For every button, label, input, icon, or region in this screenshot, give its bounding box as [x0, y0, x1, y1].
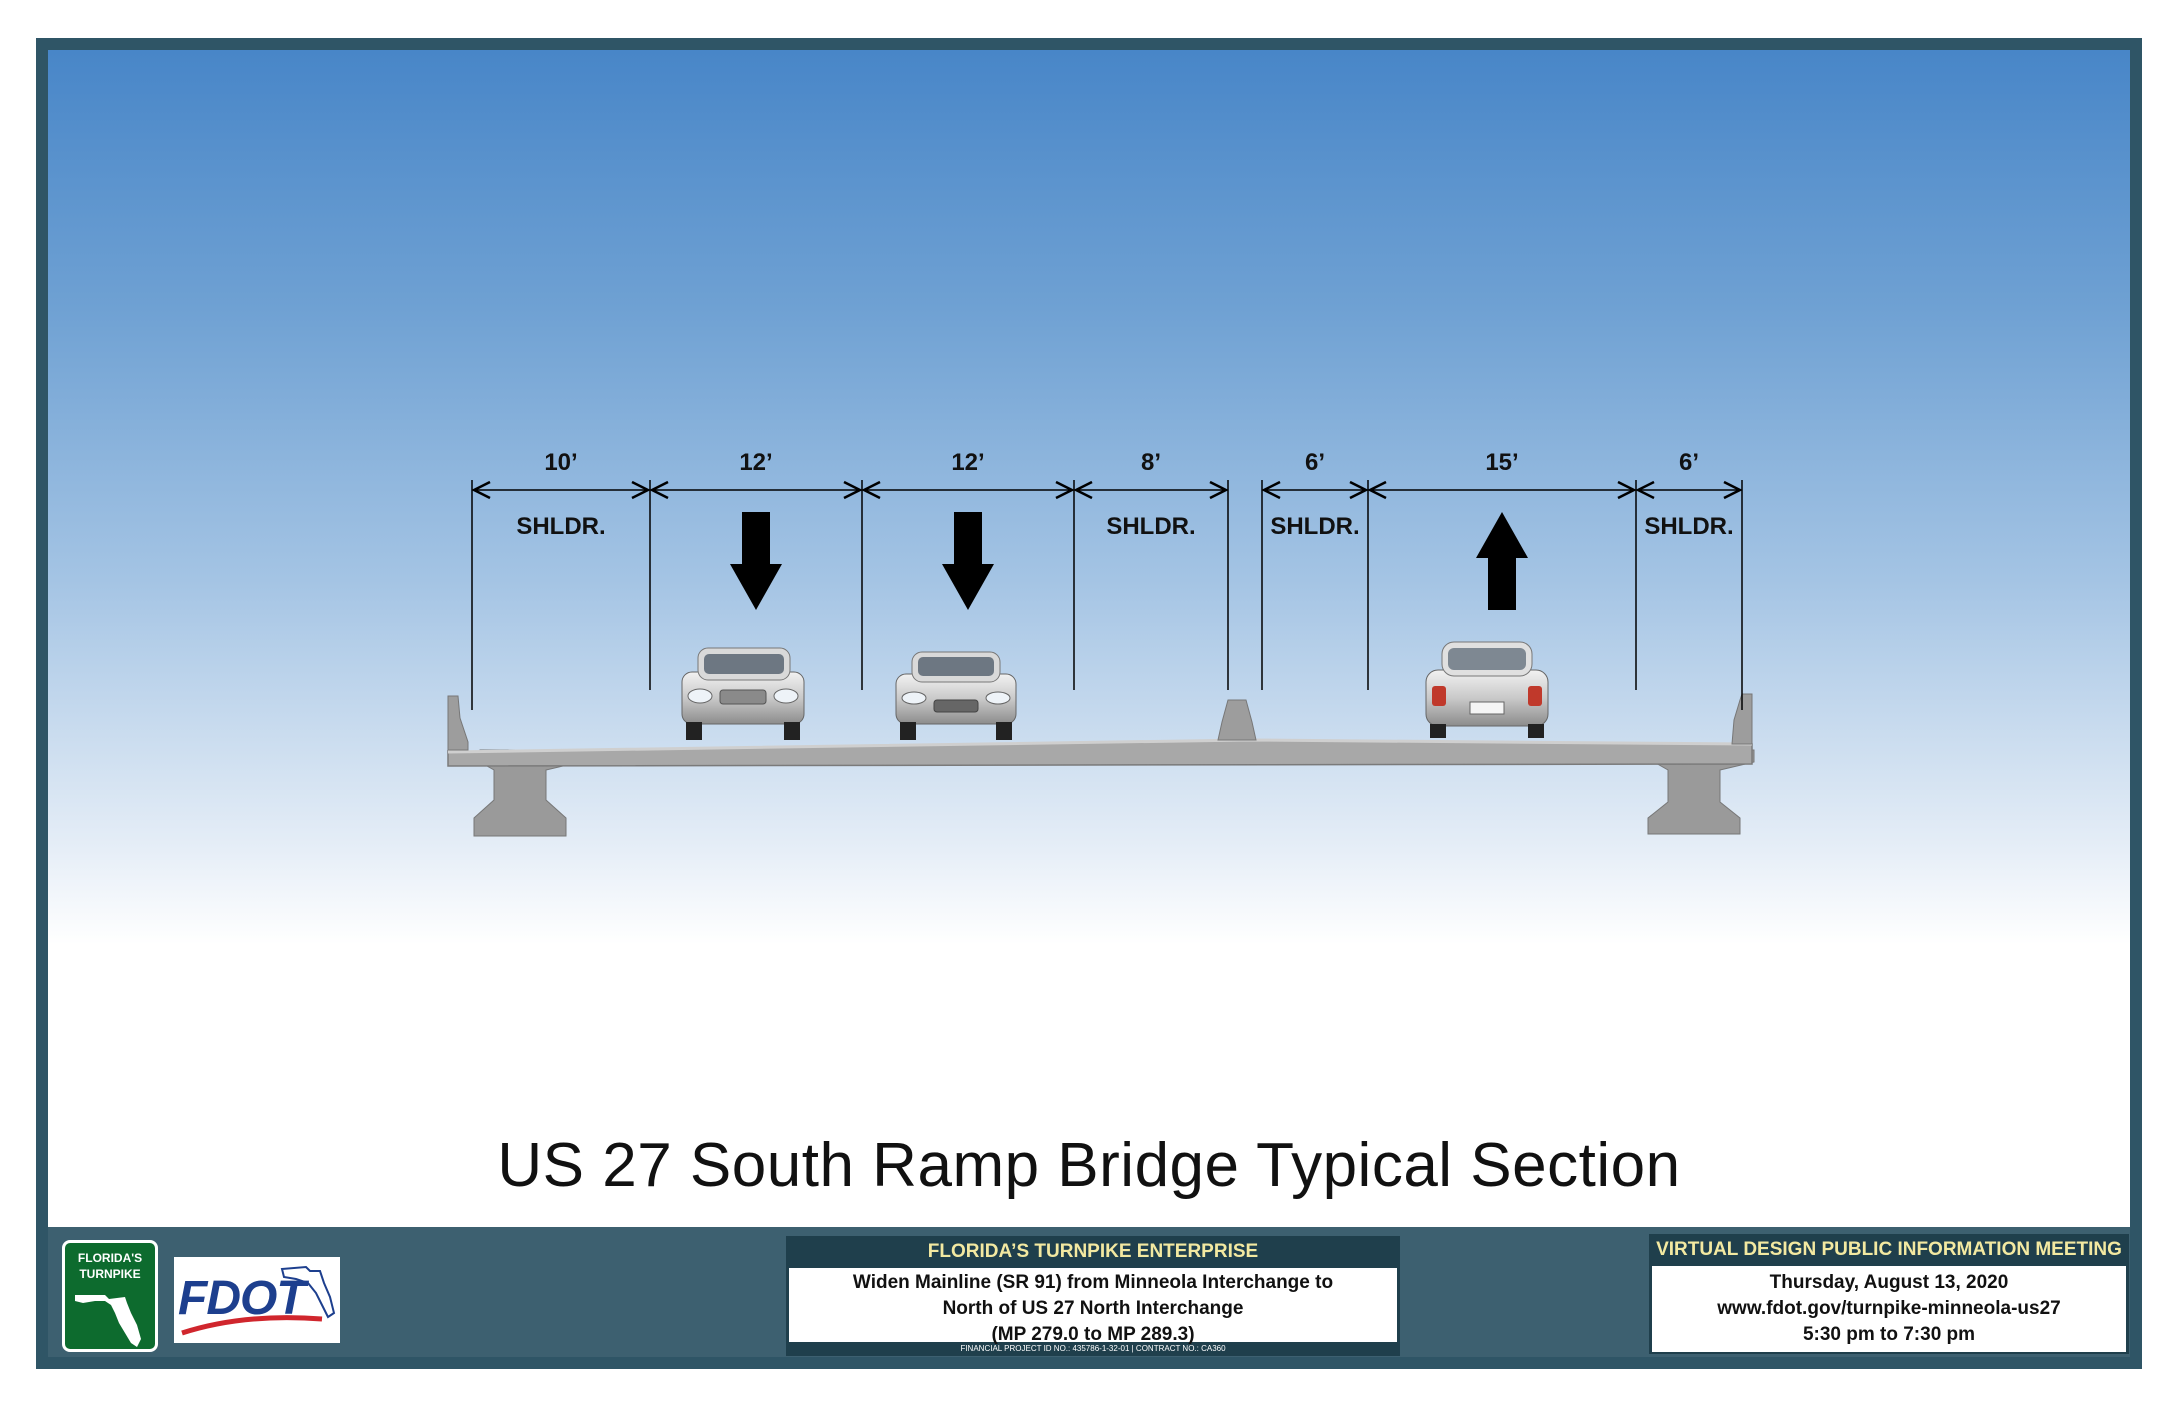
turnpike-logo-line1: FLORIDA'S — [77, 1251, 143, 1265]
dimension-width-label: 6’ — [1305, 449, 1325, 476]
project-header: FLORIDA’S TURNPIKE ENTERPRISE — [927, 1241, 1259, 1262]
traffic-direction-down-arrow-icon — [730, 512, 782, 610]
meeting-date: Thursday, August 13, 2020 — [1769, 1272, 2009, 1293]
project-description: Widen Mainline (SR 91) from Minneola Int… — [789, 1268, 1397, 1345]
page-frame: 10’ SHLDR. 12’ 12’ 8’ SHLDR. 6’ SHLDR. 15’ 6’ SHLD… — [36, 38, 2142, 1369]
dimension-width-label: 8’ — [1141, 449, 1161, 476]
shoulder-label: SHLDR. — [1644, 513, 1733, 540]
meeting-time: 5:30 pm to 7:30 pm — [1802, 1324, 1976, 1345]
car-northbound — [1425, 641, 1549, 738]
dimension-width-label: 15’ — [1485, 449, 1518, 476]
turnpike-logo-line2: TURNPIKE — [79, 1267, 141, 1281]
dimension-width-label: 12’ — [739, 449, 772, 476]
footer-bar: FLORIDA'S TURNPIKE FDOT FLORIDA’S TURNPI… — [48, 1227, 2130, 1357]
project-fine-print: FINANCIAL PROJECT ID NO.: 435786-1-32-01… — [960, 1344, 1226, 1353]
florida-state-icon — [75, 1295, 141, 1347]
dimension-width-label: 12’ — [951, 449, 984, 476]
car-southbound-2 — [895, 651, 1017, 740]
car-southbound-1 — [681, 647, 805, 740]
barrier-right — [1731, 693, 1753, 745]
girder-right — [1647, 749, 1755, 835]
traffic-direction-down-arrow-icon — [942, 512, 994, 610]
dimension-marks: 10’ SHLDR. 12’ 12’ 8’ SHLDR. 6’ SHLDR. 15’ 6’ SHLD… — [471, 449, 1743, 710]
meeting-header: VIRTUAL DESIGN PUBLIC INFORMATION MEETIN… — [1656, 1239, 2122, 1260]
traffic-direction-up-arrow-icon — [1476, 512, 1528, 610]
shoulder-label: SHLDR. — [1106, 513, 1195, 540]
meeting-url[interactable]: www.fdot.gov/turnpike-minneola-us27 — [1717, 1298, 2061, 1319]
dimension-width-label: 6’ — [1679, 449, 1699, 476]
florida-turnpike-logo: FLORIDA'S TURNPIKE — [62, 1240, 158, 1352]
meeting-details: Thursday, August 13, 2020 www.fdot.gov/t… — [1652, 1266, 2126, 1352]
diagram-panel: 10’ SHLDR. 12’ 12’ 8’ SHLDR. 6’ SHLDR. 15’ 6’ SHLD… — [48, 50, 2130, 1227]
barrier-median — [1217, 699, 1257, 741]
project-line1: Widen Mainline (SR 91) from Minneola Int… — [852, 1272, 1334, 1293]
fdot-swoosh-icon — [181, 1265, 336, 1336]
project-info-box: FLORIDA’S TURNPIKE ENTERPRISE Widen Main… — [786, 1236, 1400, 1356]
project-line3: (MP 279.0 to MP 289.3) — [991, 1324, 1195, 1345]
typical-section-diagram: 10’ SHLDR. 12’ 12’ 8’ SHLDR. 6’ SHLDR. 15’ 6’ SHLD… — [447, 449, 1755, 837]
project-line2: North of US 27 North Interchange — [942, 1298, 1244, 1319]
diagram-title: US 27 South Ramp Bridge Typical Section — [497, 1131, 1681, 1200]
meeting-info-box: VIRTUAL DESIGN PUBLIC INFORMATION MEETIN… — [1649, 1234, 2129, 1354]
shoulder-label: SHLDR. — [516, 513, 605, 540]
fdot-logo: FDOT — [174, 1257, 340, 1343]
barrier-left — [447, 695, 469, 751]
shoulder-label: SHLDR. — [1270, 513, 1359, 540]
dimension-width-label: 10’ — [544, 449, 577, 476]
